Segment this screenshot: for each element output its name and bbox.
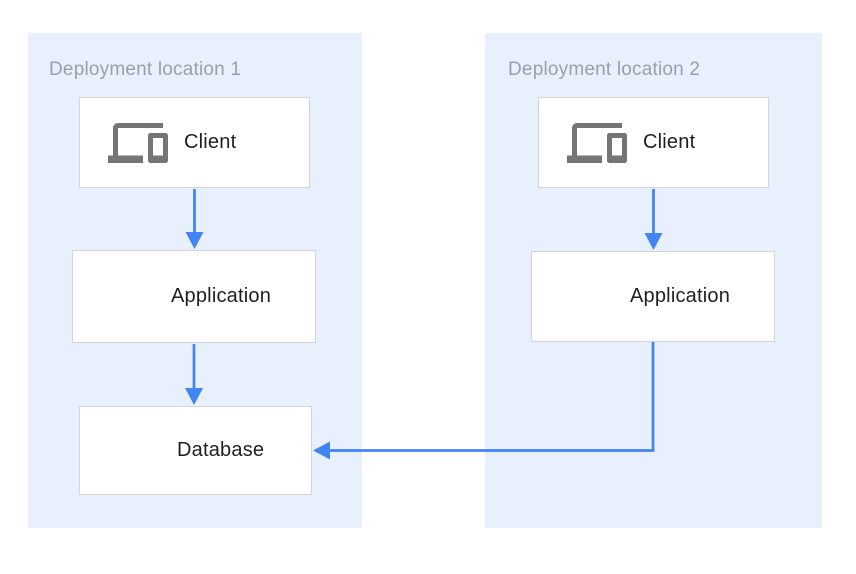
application-node: Application	[72, 250, 316, 343]
client-node: Client	[79, 97, 310, 188]
application-node: Application	[531, 251, 775, 342]
client-node: Client	[538, 97, 769, 188]
node-label: Application	[171, 285, 272, 307]
devices-icon	[567, 122, 627, 163]
node-label: Client	[184, 131, 237, 153]
server-stack-icon	[99, 429, 154, 472]
panel-title: Deployment location 1	[49, 59, 242, 80]
panel-title: Deployment location 2	[508, 59, 701, 80]
node-label: Database	[177, 439, 265, 461]
server-stack-icon	[552, 275, 607, 318]
devices-icon	[108, 122, 168, 163]
node-label: Application	[630, 285, 731, 307]
node-label: Client	[643, 131, 696, 153]
server-stack-icon	[93, 275, 148, 318]
database-node: Database	[79, 406, 312, 495]
